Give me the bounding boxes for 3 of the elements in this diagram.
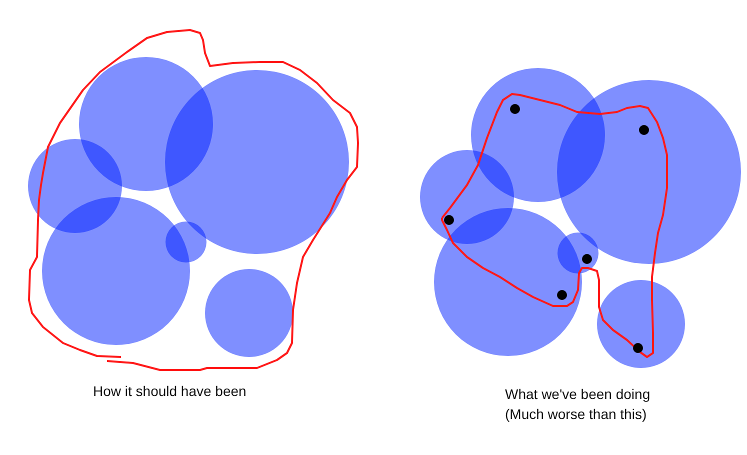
caption-text: What we've been doing xyxy=(505,385,650,403)
caption-text: How it should have been xyxy=(93,382,246,400)
caption-text: (Much worse than this) xyxy=(505,405,647,423)
